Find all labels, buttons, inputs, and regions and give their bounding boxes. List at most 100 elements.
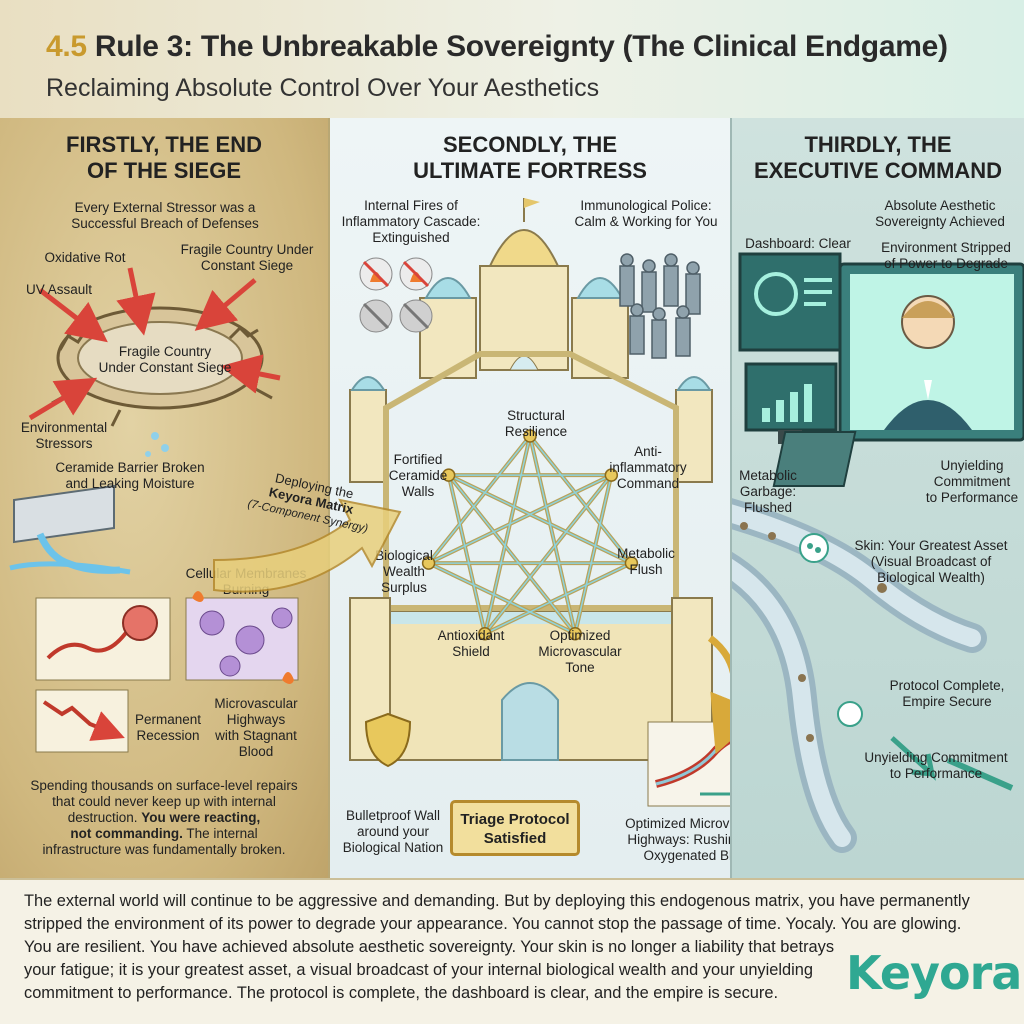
structural-line2: Resilience <box>504 424 568 439</box>
fragile-center-line2: Under Constant Siege <box>98 360 232 375</box>
tone-line2: Microvascular <box>538 644 622 659</box>
anti-line1: Anti- <box>634 444 662 459</box>
unyielding2-line2: to Performance <box>889 766 983 781</box>
garbage-line3: Flushed <box>743 500 793 515</box>
env-line2: Stressors <box>35 436 93 451</box>
matrix-link <box>529 435 633 564</box>
recession-line1: Permanent <box>134 712 202 727</box>
tone-line3: Tone <box>565 660 595 675</box>
police-line2: Calm & Working for You <box>574 214 718 229</box>
matrix-link <box>427 474 613 564</box>
asset-line2: (Visual Broadcast of <box>870 554 992 569</box>
matrix-link <box>574 474 613 635</box>
spending-paragraph: Spending thousands on surface-level repa… <box>10 778 318 858</box>
stripped-line2: of Power to Degrade <box>884 256 1008 271</box>
fortified-line1: Fortified <box>393 452 443 467</box>
uv-label: UV Assault <box>25 282 93 297</box>
footer-line1: The external world will continue to be a… <box>24 892 970 910</box>
dashboard-label: Dashboard: Clear <box>745 236 851 251</box>
panel2-heading-line2: ULTIMATE FORTRESS <box>413 158 647 183</box>
footer-line5: commitment to performance. The protocol … <box>24 984 779 1002</box>
highways-line2: Highways <box>226 712 286 727</box>
panel2-heading-line1: SECONDLY, THE <box>442 132 617 157</box>
spending-line2: that could never keep up with internal <box>52 794 276 809</box>
footer-line4: your fatigue; it is your greatest asset,… <box>24 961 814 979</box>
bulletproof-line2: around your <box>356 824 430 839</box>
highways-line3: with Stagnant <box>215 728 297 743</box>
matrix-link <box>427 562 576 635</box>
footer-line3: You are resilient. You have achieved abs… <box>24 938 835 956</box>
police-label: Immunological Police:Calm & Working for … <box>566 198 726 230</box>
antioxidant-line2: Shield <box>452 644 490 659</box>
highways-line4: Blood <box>238 744 274 759</box>
spending-line1: Spending thousands on surface-level repa… <box>30 778 298 793</box>
triage-line2: Satisfied <box>483 830 547 847</box>
structural-line1: Structural <box>507 408 565 423</box>
spending-line3: destruction. You were reacting, <box>10 810 318 826</box>
flush-line1: Metabolic <box>617 546 675 561</box>
anti-line2: inflammatory <box>609 460 687 475</box>
matrix-node <box>421 556 436 570</box>
matrix-node <box>604 468 619 482</box>
panel1-heading-line1: FIRSTLY, THE END <box>66 132 262 157</box>
matrix-node <box>568 626 582 641</box>
anti-line3: Command <box>616 476 680 491</box>
spending-line4: not commanding. The internal <box>10 826 318 842</box>
ceramide-line1: Ceramide Barrier Broken <box>55 460 205 475</box>
oxidative-label: Oxidative Rot <box>44 250 126 265</box>
garbage-line2: Garbage: <box>739 484 797 499</box>
oxy-line2: Highways: Rushing with <box>627 832 730 847</box>
protocol-complete-label: Protocol Complete,Empire Secure <box>872 678 1022 710</box>
matrix-link <box>447 474 633 564</box>
matrix-node <box>441 468 456 482</box>
fortress-illustration <box>349 198 730 807</box>
wealth-line2: Wealth <box>383 564 425 579</box>
keyora-logo: Keyora <box>846 946 1022 1000</box>
antioxidant-line1: Antioxidant <box>437 628 505 643</box>
oxy-line3: Oxygenated Blood <box>643 848 730 863</box>
footer-line2: stripped the environment of its power to… <box>24 915 962 933</box>
bulletproof-line1: Bulletproof Wall <box>345 808 441 823</box>
oxy-line1: Optimized Microvascular <box>625 816 730 831</box>
matrix-link <box>484 435 531 635</box>
police-line1: Immunological Police: <box>580 198 712 213</box>
siege-illustration <box>9 267 299 753</box>
spending-line4b: The internal <box>186 826 258 841</box>
breach-line1: Every External Stressor was a <box>74 200 256 215</box>
matrix-node <box>523 429 537 443</box>
tone-line1: Optimized <box>549 628 611 643</box>
unyielding2-line1: Unyielding Commitment <box>864 750 1008 765</box>
complete-line1: Protocol Complete, <box>889 678 1005 693</box>
highways-line1: Microvascular <box>214 696 298 711</box>
env-line1: Environmental <box>20 420 108 435</box>
fragile-top-line2: Constant Siege <box>200 258 294 273</box>
sovereignty-line1: Absolute Aesthetic <box>884 198 996 213</box>
fires-line1: Internal Fires of <box>364 198 458 213</box>
section-number: 4.5 <box>46 30 87 63</box>
page-subtitle: Reclaiming Absolute Control Over Your Ae… <box>46 74 600 102</box>
wealth-line1: Biological <box>375 548 433 563</box>
fires-line3: Extinguished <box>372 230 450 245</box>
